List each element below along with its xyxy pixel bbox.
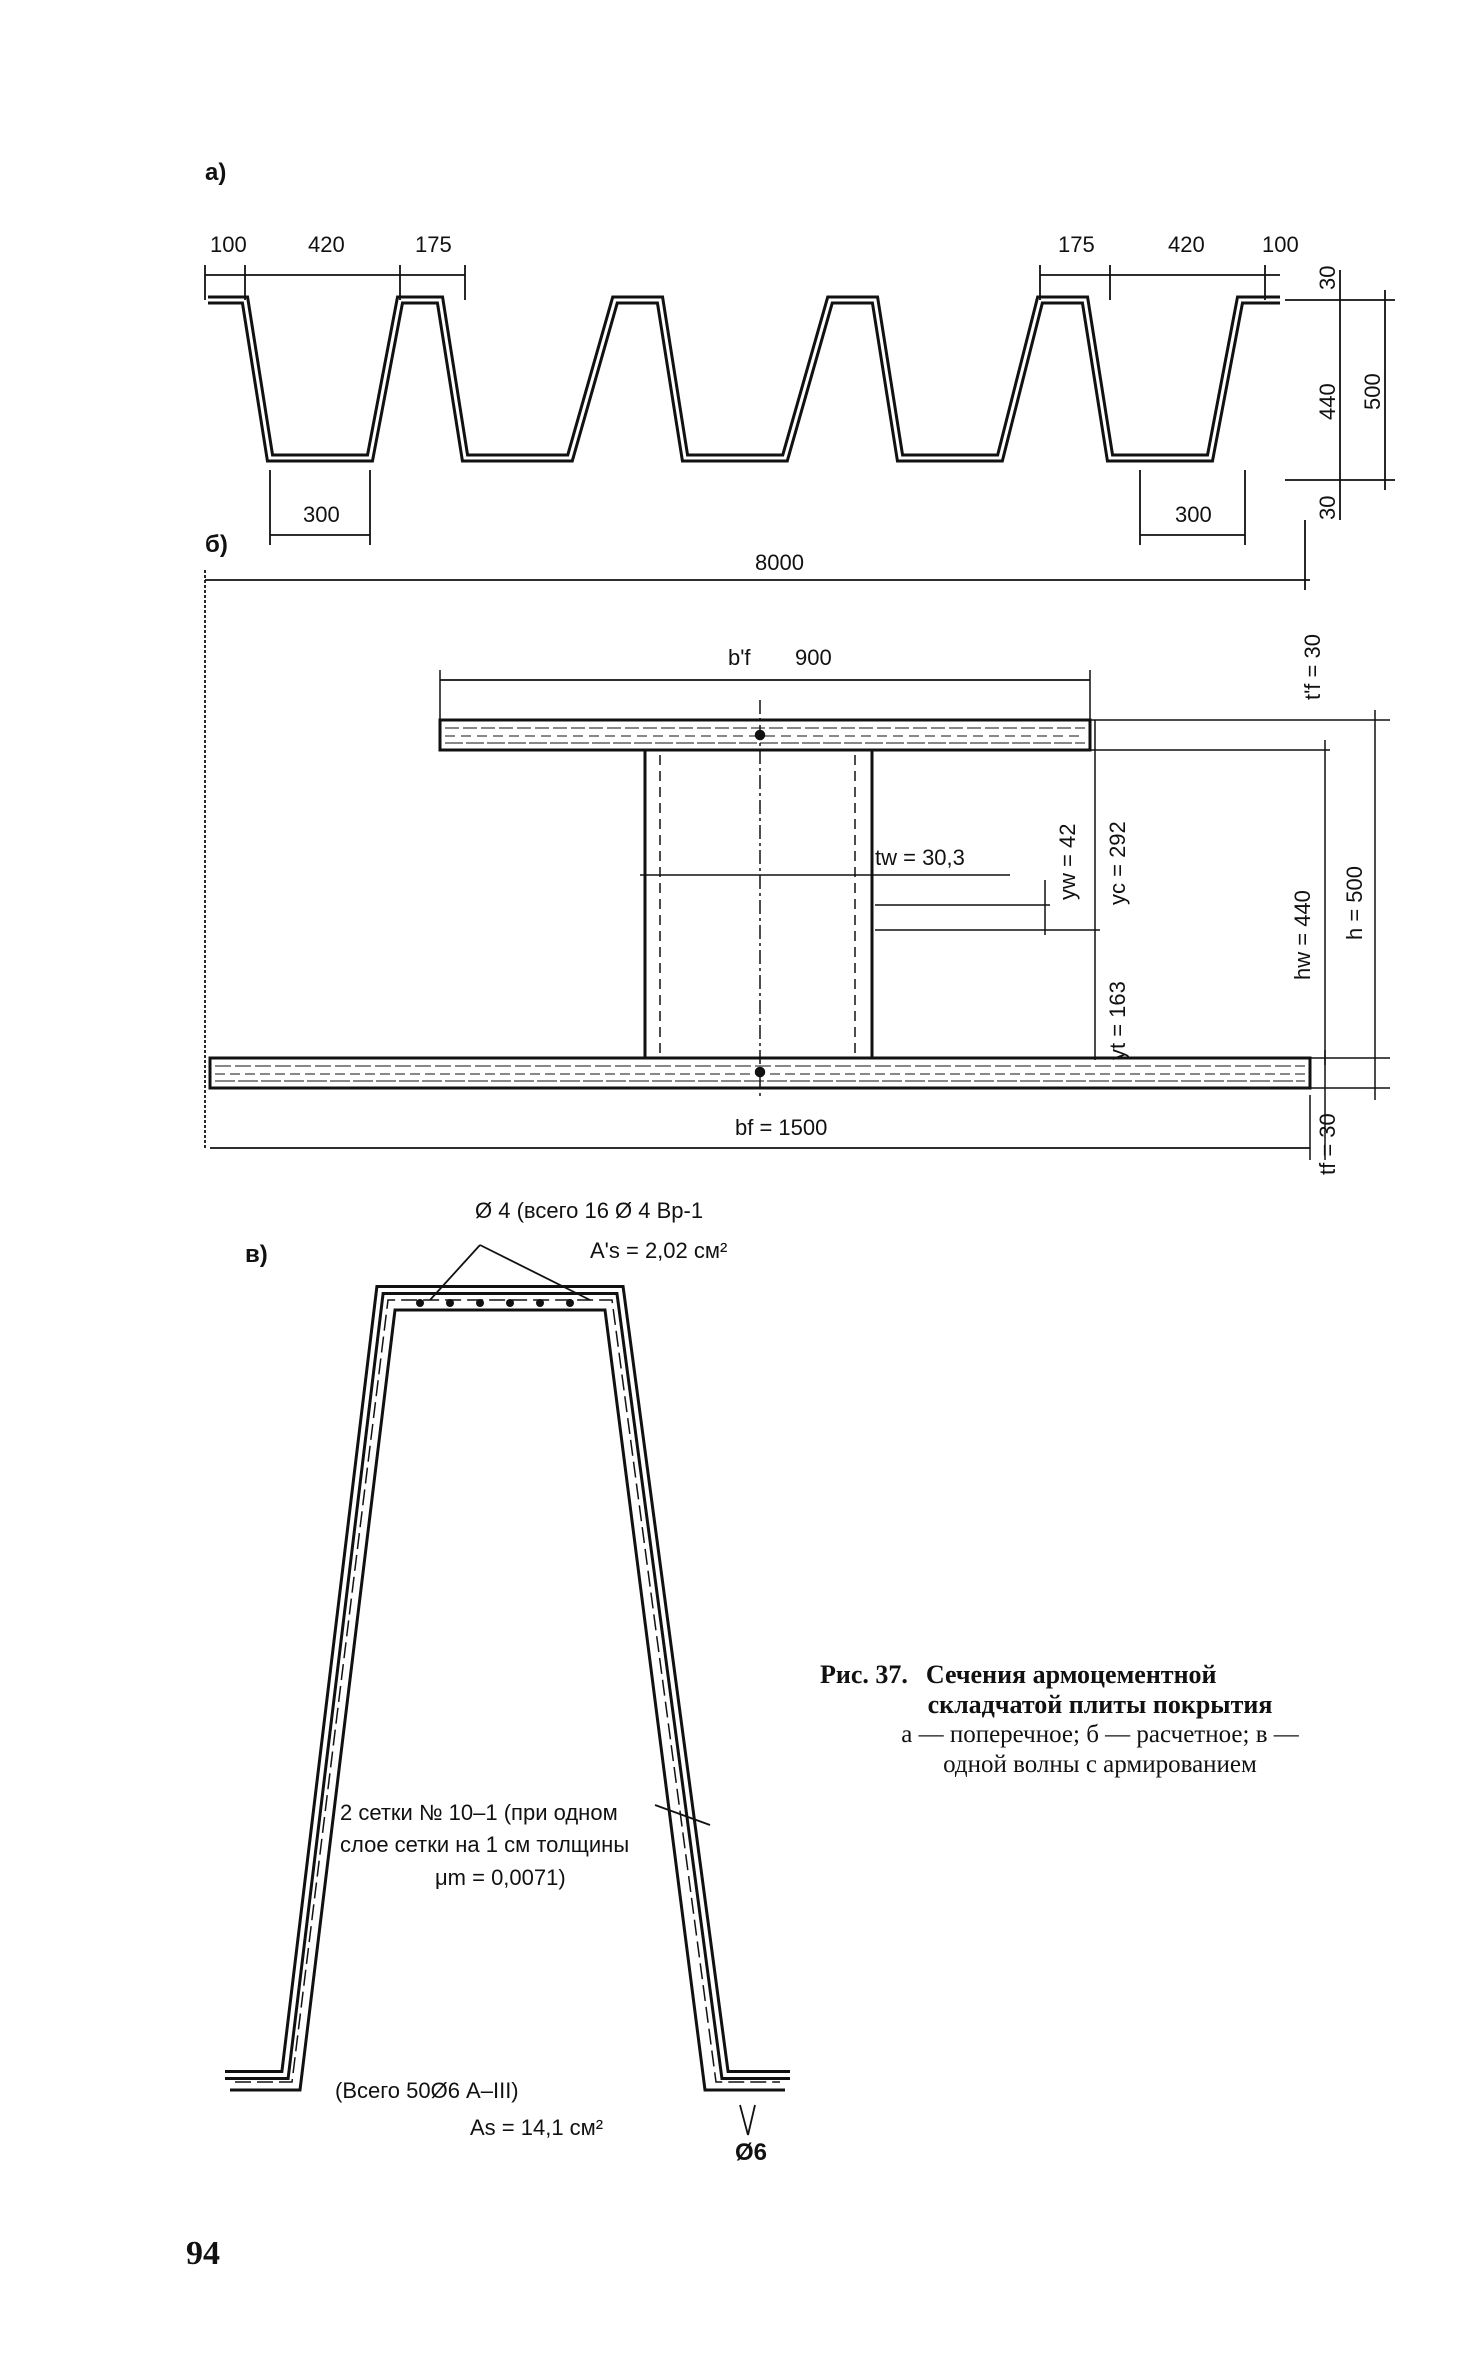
dim-b-tw: tw = 30,3 xyxy=(875,845,965,870)
panel-a-letter: а) xyxy=(205,159,226,186)
dim-b-yc: yc = 292 xyxy=(1105,821,1130,905)
note-c-mesh-mu: μm = 0,0071) xyxy=(435,1865,566,1890)
panel-a-labels: а) 100 420 175 175 420 100 300 300 30 44… xyxy=(205,159,1385,527)
panel-b-section xyxy=(204,520,1390,1160)
dim-b-bf-top-label: b'f xyxy=(728,645,751,670)
dim-a-bottom-1: 300 xyxy=(303,502,340,527)
caption-number: Рис. 37. xyxy=(820,1660,908,1689)
dim-a-top-3: 175 xyxy=(415,232,452,257)
caption-title-b: складчатой плиты покрытия xyxy=(927,1690,1273,1719)
dim-b-bf-top-value: 900 xyxy=(795,645,832,670)
dim-b-yw: yw = 42 xyxy=(1055,824,1080,900)
caption-line-1: а — поперечное; б — расчетное; в — xyxy=(901,1721,1299,1748)
figure-caption: Рис. 37. Сечения армоцементной складчатой… xyxy=(820,1660,1380,1780)
dim-b-hw: hw = 440 xyxy=(1290,890,1315,980)
dim-a-right-1: 30 xyxy=(1315,266,1340,290)
note-c-as-bottom: As = 14,1 см² xyxy=(470,2115,603,2140)
panel-a-section xyxy=(208,295,1280,463)
dim-b-h: h = 500 xyxy=(1342,866,1367,940)
dim-a-top-6: 100 xyxy=(1262,232,1299,257)
dim-a-right-4: 30 xyxy=(1315,496,1340,520)
note-c-as-top: A's = 2,02 см² xyxy=(590,1238,727,1263)
note-c-top: Ø 4 (всего 16 Ø 4 Вр-1 xyxy=(475,1198,703,1223)
dim-a-top-5: 420 xyxy=(1168,232,1205,257)
panel-c-labels: в) Ø 4 (всего 16 Ø 4 Вр-1 A's = 2,02 см²… xyxy=(245,1198,767,2166)
dim-a-top-1: 100 xyxy=(210,232,247,257)
panel-b-labels: б) 8000 b'f 900 t'f = 30 tw = 30,3 yw = … xyxy=(205,531,1367,1175)
caption-title: Рис. 37. Сечения армоцементной xyxy=(820,1660,1380,1690)
dim-a-bottom-2: 300 xyxy=(1175,502,1212,527)
panel-a-dimensions xyxy=(204,265,1395,545)
panel-b-letter: б) xyxy=(205,531,228,558)
dim-b-yt: yt = 163 xyxy=(1105,981,1130,1060)
note-c-bar: Ø6 xyxy=(735,2139,767,2166)
dim-b-overall: 8000 xyxy=(755,550,804,575)
page-number: 94 xyxy=(186,2235,220,2272)
dim-a-right-2: 440 xyxy=(1315,383,1340,420)
dim-b-tf-top: t'f = 30 xyxy=(1300,634,1325,700)
panel-c-letter: в) xyxy=(245,1241,268,1268)
dim-b-tf-bottom: tf = 30 xyxy=(1315,1113,1340,1175)
dim-a-right-3: 500 xyxy=(1360,373,1385,410)
note-c-mesh-2: слое сетки на 1 см толщины xyxy=(340,1832,629,1857)
note-c-bottom: (Всего 50Ø6 А–III) xyxy=(335,2078,519,2103)
caption-title-a: Сечения армоцементной xyxy=(925,1660,1217,1689)
caption-line-2: одной волны с армированием xyxy=(943,1751,1257,1778)
note-c-mesh-1: 2 сетки № 10–1 (при одном xyxy=(340,1800,618,1825)
dim-a-top-4: 175 xyxy=(1058,232,1095,257)
dim-b-bf-bottom: bf = 1500 xyxy=(735,1115,827,1140)
panel-c-section xyxy=(225,1244,790,2136)
dim-a-top-2: 420 xyxy=(308,232,345,257)
